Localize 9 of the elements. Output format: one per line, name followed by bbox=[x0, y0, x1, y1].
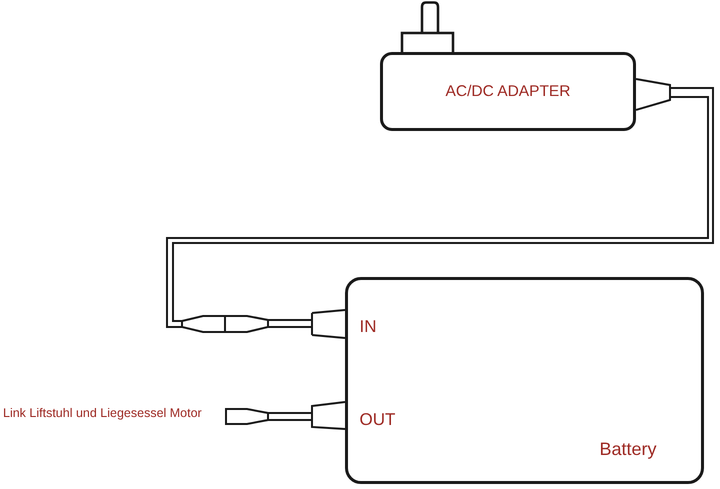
port-label: IN bbox=[360, 318, 376, 334]
cable bbox=[166, 78, 714, 339]
device-label: Battery bbox=[600, 440, 657, 458]
port-label: OUT bbox=[360, 410, 396, 428]
adapter-box bbox=[380, 52, 636, 131]
battery-box bbox=[345, 277, 704, 484]
connection-label: Link Liftstuhl und Liegesessel Motor bbox=[3, 407, 202, 420]
cable bbox=[267, 400, 346, 430]
device-label: AC/DC ADAPTER bbox=[446, 84, 570, 100]
